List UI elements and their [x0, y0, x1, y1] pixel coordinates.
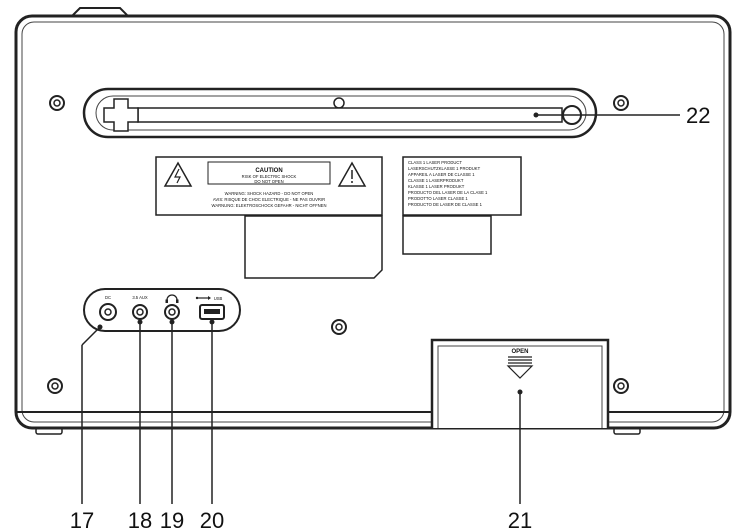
callout-label-20: 20 [200, 508, 224, 532]
laser-line-6: PRODUCTO DEL LASER DE LA CLASE 1 [408, 190, 488, 195]
screw-bottom-right [613, 378, 629, 394]
callout-label-18: 18 [128, 508, 152, 532]
caution-warning-3: WARNUNG: ELEKTROSCHOCK GEFAHR - NICHT OF… [212, 203, 327, 208]
caution-line-2: DO NOT OPEN [254, 179, 283, 184]
caution-line-1: RISK OF ELECTRIC SHOCK [242, 174, 297, 179]
caution-warning-2: AVIS: RISQUE DE CHOC ELECTRIQUE - NE PAS… [213, 197, 325, 202]
fm-antenna-rod[interactable] [137, 107, 563, 123]
screw-top-right [613, 95, 629, 111]
screw-bottom-left [47, 378, 63, 394]
blank-sticker-area [244, 215, 383, 279]
callout-18: 18 [128, 319, 152, 532]
callout-22: 22 [533, 103, 710, 128]
callout-21: 21 [508, 389, 532, 532]
open-label: OPEN [511, 349, 528, 355]
exclamation-warning-icon [337, 161, 367, 187]
laser-product-label: CLASS 1 LASER PRODUCT LASERSCHUTZKLASSE … [402, 156, 522, 216]
antenna-recess[interactable] [82, 87, 598, 139]
right-foot [613, 427, 641, 435]
radio-housing [14, 14, 732, 435]
headphone-jack[interactable] [164, 304, 180, 320]
laser-line-7: PRODOTTO LASER CLASSE 1 [408, 196, 468, 201]
laser-line-5: KLASSE 1 LASER PRODUKT [408, 184, 465, 189]
laser-line-3: APPAREIL A LASER DE CLASSE 1 [408, 172, 475, 177]
laser-line-4: CLASSE 1 LASERPRODUKT [408, 178, 464, 183]
caution-title: CAUTION [255, 168, 282, 174]
aux-label: 3.5 AUX [132, 295, 148, 300]
usb-icon [195, 296, 211, 300]
connector-panel: DC 3.5 AUX USB [83, 288, 241, 332]
left-foot [35, 427, 63, 435]
screw-center [331, 319, 347, 335]
callout-19: 19 [160, 319, 184, 532]
callout-label-17: 17 [70, 508, 94, 532]
aux-in-jack[interactable] [132, 304, 148, 320]
antenna-hinge [103, 98, 139, 132]
battery-door[interactable]: OPEN [430, 338, 610, 428]
caution-warning-1: WARNING: SHOCK HAZARD - DO NOT OPEN [225, 191, 314, 196]
shock-warning-icon [163, 161, 193, 187]
laser-line-8: PRODUCTO DE LASER DE CLASSE 1 [408, 202, 483, 207]
usb-label: USB [214, 296, 223, 301]
laser-blank-area [402, 215, 492, 255]
screw-top-left [49, 95, 65, 111]
open-arrow-icon [506, 356, 534, 379]
callout-label-21: 21 [508, 508, 532, 532]
laser-line-2: LASERSCHUTZKLASSE 1 PRODUKT [408, 166, 481, 171]
headphone-icon [165, 294, 179, 303]
laser-line-1: CLASS 1 LASER PRODUCT [408, 160, 462, 165]
caution-label: CAUTION RISK OF ELECTRIC SHOCK DO NOT OP… [155, 156, 383, 216]
callout-20: 20 [200, 319, 224, 532]
dc-in-jack[interactable] [99, 303, 117, 321]
callout-label-22: 22 [686, 103, 710, 128]
usb-port[interactable] [199, 304, 225, 320]
callout-label-19: 19 [160, 508, 184, 532]
callout-17: 17 [70, 324, 103, 532]
dc-label: DC [105, 295, 111, 300]
